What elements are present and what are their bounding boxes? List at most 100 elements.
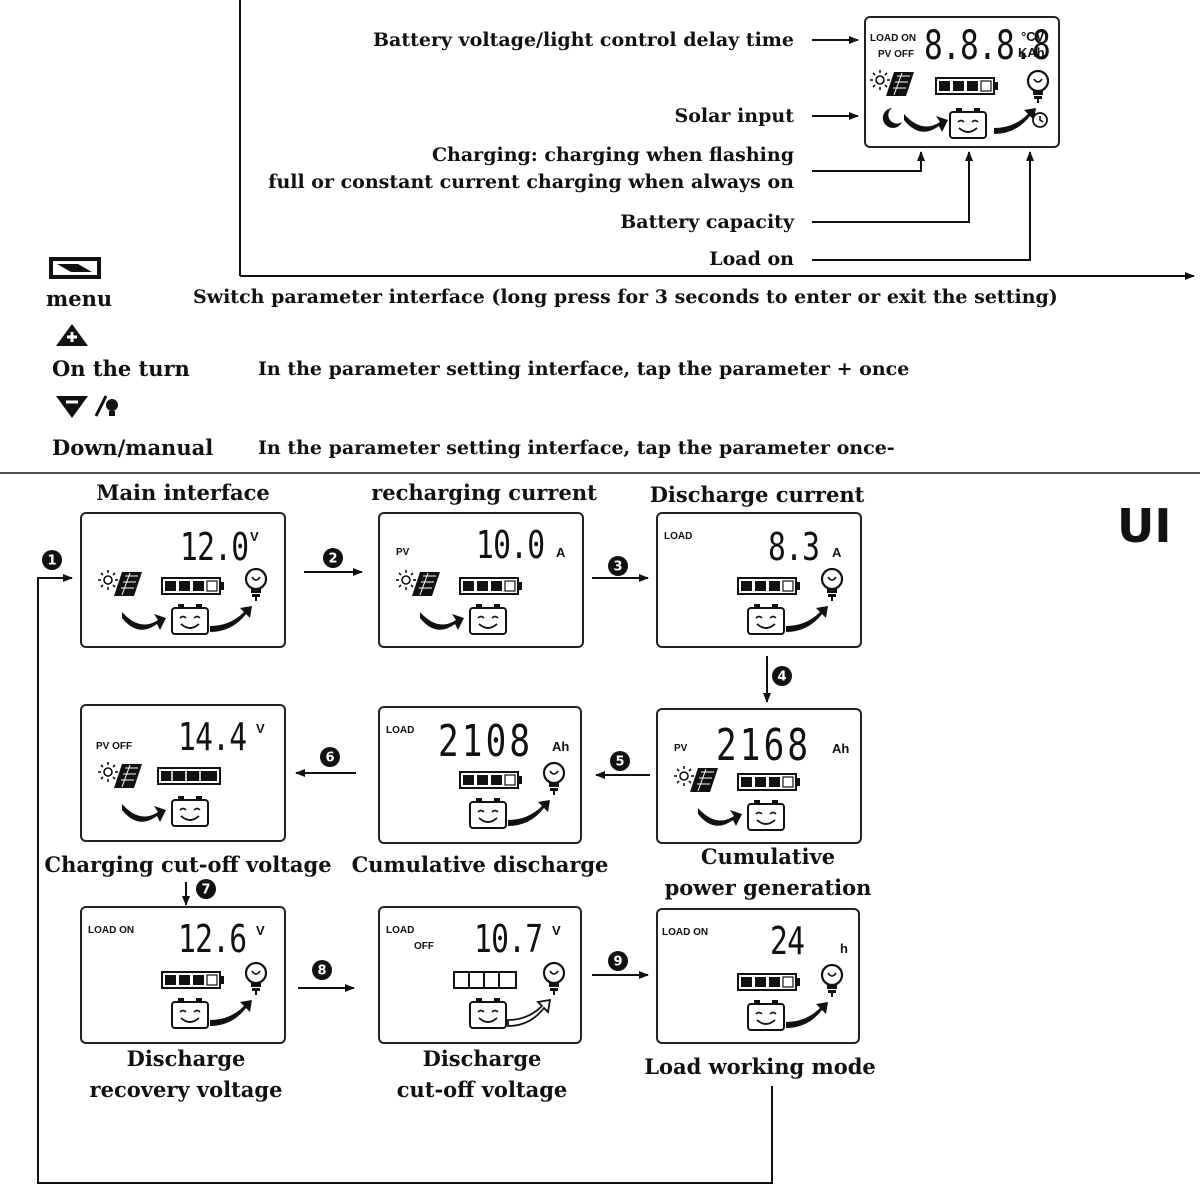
lcd-indicator: PV [396,547,410,558]
down-manual-button-desc: In the parameter setting interface, tap … [258,437,895,459]
ui-section-label: UI [1117,499,1172,553]
screen-6-title: Charging cut-off voltage [44,852,332,877]
lcd-icons [161,961,268,1029]
lcd-unit: V [250,529,259,544]
lcd-charging-cutoff-voltage: PV OFF 14.4 V [80,704,286,842]
lcd-icons [395,569,523,635]
bulb-icon [1026,69,1050,105]
lcd-value: 12.6 [178,917,247,961]
bulb-icon [542,961,566,997]
down-manual-button-icon[interactable] [54,394,120,420]
step-badge-8: 8 [312,960,332,980]
screen-7-title-line-1: Discharge [126,1046,246,1071]
down-manual-button-label: Down/manual [52,435,214,460]
lcd-icons [97,567,268,635]
lcd-indicator: PV OFF [96,741,133,752]
lcd-icons [737,567,844,635]
callout-charging [812,151,925,172]
bulb-icon [820,567,844,603]
legend-lcd-icons [869,69,1050,139]
step-number: 7 [201,883,210,898]
step-number: 5 [615,755,624,770]
step-badge-7: 7 [196,879,216,899]
lcd-discharge-recovery-voltage: LOAD ON 12.6 V [80,906,286,1044]
legend-capacity: Battery capacity [620,211,794,233]
lcd-indicator: LOAD ON [88,925,135,936]
bulb-icon [542,761,566,797]
step-number: 3 [613,560,622,575]
solar-panel-icon [673,765,719,793]
step-badge-9: 9 [608,951,628,971]
screen-1-title: Main interface [96,480,270,505]
flow-return-loop [37,574,773,1184]
lcd-value: 8.3 [768,525,820,569]
lcd-indicator: PV [674,743,688,754]
battery-level-icon [737,773,801,791]
callout-load-on [812,151,1034,261]
battery-level-icon [459,771,523,789]
step-number: 8 [317,964,326,979]
lcd-unit: Ah [832,741,850,756]
lcd-indicator: LOAD ON [662,927,709,938]
charge-arrow-icon [698,808,742,826]
lcd-unit: Ah [552,739,570,754]
screen-4-title-line-1: Cumulative [700,844,836,869]
battery-icon [171,603,209,635]
battery-icon [747,799,785,831]
lcd-indicator: LOAD [386,925,415,936]
moon-icon [882,108,902,128]
charge-arrow-icon [122,804,166,822]
battery-level-icon [459,577,523,595]
screen-4-title-line-2: power generation [664,875,872,900]
lcd-discharge-current: LOAD 8.3 A [656,512,862,648]
lcd-icons [673,765,801,831]
lcd-cumulative-power-generation: PV 2168 Ah [656,708,862,844]
screen-7-title-line-2: recovery voltage [89,1077,283,1102]
discharge-arrow-icon [786,1002,828,1028]
lcd-value: 14.4 [178,715,247,759]
step-number: 9 [613,955,622,970]
lcd-value: 24 [770,919,805,963]
lcd-icons [459,761,566,829]
lcd-cumulative-discharge: LOAD 2108 Ah [378,706,582,844]
step-badge-2: 2 [323,548,343,568]
callout-capacity [812,151,973,223]
battery-icon [469,603,507,635]
up-button-icon[interactable] [54,322,90,348]
solar-panel-icon [869,69,915,97]
bulb-icon [244,567,268,603]
lcd-indicator: LOAD [386,725,415,736]
discharge-arrow-icon [210,1000,252,1026]
lcd-recharging-current: PV 10.0 A [378,512,584,648]
charge-arrow-icon [420,612,464,630]
battery-level-icon [737,577,801,595]
up-button-label: On the turn [52,356,190,381]
bulb-icon [820,963,844,999]
legend-charging-1: Charging: charging when flashing [431,144,794,166]
lcd-main-interface: 12.0 V [80,512,286,648]
menu-button-desc: Switch parameter interface (long press f… [193,286,1058,308]
battery-icon [747,999,785,1031]
legend-lcd-digits: 8.8.8.8 [924,23,1051,69]
lcd-indicator-2: OFF [414,941,434,952]
screen-8-title-line-2: cut-off voltage [396,1077,568,1102]
legend-load-on: Load on [709,248,794,270]
clock-icon [1032,112,1048,128]
step-badge-1: 1 [42,550,62,570]
step-badge-3: 3 [608,556,628,576]
battery-icon [171,795,209,827]
lcd-value: 10.0 [476,523,545,567]
discharge-arrow-icon [508,800,550,826]
screen-3-title: Discharge current [649,482,865,507]
solar-panel-icon [97,761,143,789]
step-number: 4 [777,670,786,685]
lcd-value: 2108 [438,716,534,767]
menu-button-icon[interactable] [48,256,102,280]
legend-lcd-unit-2: KAh [1018,45,1045,60]
battery-icon [171,997,209,1029]
discharge-arrow-icon [507,999,551,1027]
legend-lcd-unit-1: °CV [1021,29,1045,44]
lcd-unit: h [840,941,848,956]
battery-icon [469,997,507,1029]
